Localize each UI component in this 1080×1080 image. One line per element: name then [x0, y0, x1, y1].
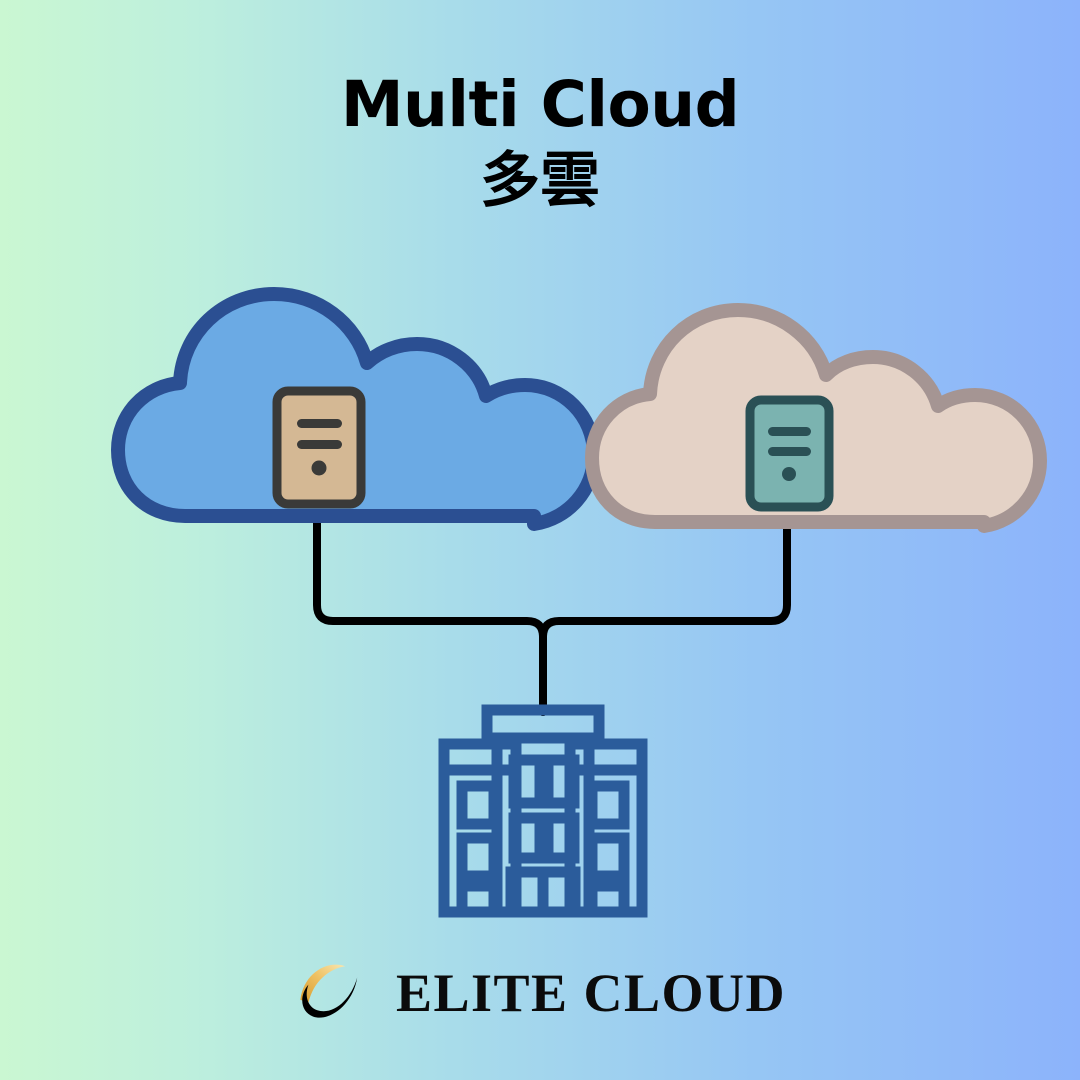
- page-subtitle-chinese: 多雲: [480, 146, 600, 217]
- building-center[interactable]: [438, 704, 648, 918]
- server-bar-1: [297, 419, 342, 428]
- building-window: [586, 780, 630, 830]
- connector-lines: [313, 508, 791, 716]
- server-bar-2: [297, 440, 342, 449]
- building-window: [542, 812, 580, 864]
- building-window: [456, 832, 500, 882]
- brand-logo: ELITE CLOUD: [0, 955, 1080, 1035]
- page-title: Multi Cloud: [340, 68, 740, 141]
- server-bar-2: [768, 447, 811, 456]
- brand-wordmark: ELITE CLOUD: [395, 963, 787, 1023]
- building-left-wing-cap: [438, 738, 522, 776]
- building-window: [586, 832, 630, 882]
- cloud-right-server-icon: [745, 395, 834, 512]
- elite-cloud-swoosh-icon: [300, 964, 358, 1018]
- building-window: [542, 754, 580, 809]
- server-bar-1: [768, 427, 811, 436]
- building-window: [456, 780, 500, 830]
- logo-gold-arc: [300, 964, 346, 1003]
- cloud-right[interactable]: [585, 303, 1047, 533]
- server-power-dot: [782, 467, 796, 481]
- building-roof-cap: [481, 704, 605, 744]
- title-block: Multi Cloud 多雲: [0, 68, 1080, 219]
- building-window: [508, 812, 546, 864]
- server-power-dot: [311, 460, 327, 476]
- cloud-left[interactable]: [111, 287, 601, 531]
- building-right-wing-cap: [564, 738, 648, 776]
- connector-right-cloud-to-building: [539, 516, 791, 716]
- connector-left-cloud-to-building: [313, 508, 547, 716]
- building-window: [508, 754, 546, 809]
- cloud-left-server-icon: [272, 386, 366, 509]
